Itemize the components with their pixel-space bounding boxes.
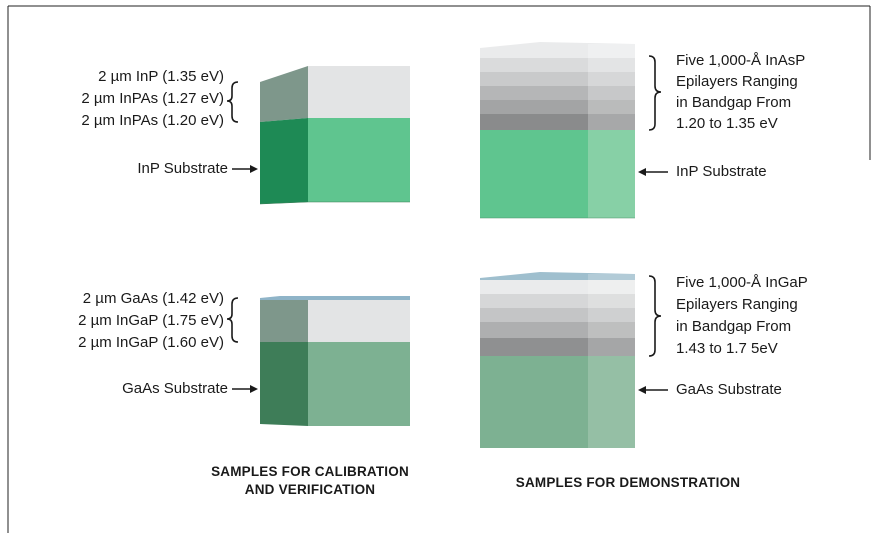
calibration-caption: SAMPLES FOR CALIBRATION AND VERIFICATION [140,463,480,499]
ingap-desc-line-3: in Bandgap From [676,318,792,335]
ingap-desc-line-4: 1.43 to 1.7 5eV [676,340,778,357]
inp-cal-layer-3: 2 µm InPAs (1.20 eV) [81,112,224,129]
inp-cal-brace [226,81,239,123]
inasp-substrate-side [588,130,635,218]
inp-cal-layers-front [308,66,410,118]
inasp-desc-line-3: in Bandgap From [676,94,792,111]
gaas-cal-substrate-front [308,342,410,426]
inasp-brace [648,55,662,131]
demo-inasp-block [480,42,635,219]
gaas-cal-layer-2: 2 µm InGaP (1.75 eV) [78,312,224,329]
inasp-desc-line-1: Five 1,000-Å InAsP [676,52,806,69]
demo-ingap-block [480,272,635,448]
inasp-desc-line-4: 1.20 to 1.35 eV [676,115,778,132]
inp-cal-layer-2: 2 µm InPAs (1.27 eV) [81,90,224,107]
ingap-desc-line-1: Five 1,000-Å InGaP [676,274,808,291]
ingap-brace [648,275,662,357]
demonstration-caption: SAMPLES FOR DEMONSTRATION [515,475,741,490]
gaas-cal-substrate-label: GaAs Substrate [122,380,228,397]
calibration-gaas-block [260,296,410,426]
inp-cal-substrate-front [308,118,410,202]
inp-cal-layers-side [260,66,308,122]
calibration-caption-line-2: AND VERIFICATION [244,482,376,497]
inasp-substrate-front [480,130,588,218]
inasp-desc-line-2: Epilayers Ranging [676,73,798,90]
gaas-cal-substrate-side [260,342,308,426]
ingap-substrate-side [588,356,635,448]
inasp-substrate-label: InP Substrate [676,163,767,180]
inp-cal-layer-1: 2 µm InP (1.35 eV) [98,68,224,85]
gaas-cal-layer-3: 2 µm InGaP (1.60 eV) [78,334,224,351]
calibration-caption-line-1: SAMPLES FOR CALIBRATION [211,464,409,479]
inp-cal-substrate-label: InP Substrate [137,160,228,177]
inp-cal-substrate-side [260,118,308,204]
ingap-substrate-label: GaAs Substrate [676,381,782,398]
gaas-cal-layer-1: 2 µm GaAs (1.42 eV) [82,290,224,307]
ingap-substrate-front [480,356,588,448]
gaas-cal-brace [226,297,239,343]
ingap-desc-line-2: Epilayers Ranging [676,296,798,313]
calibration-inp-block [259,66,410,205]
